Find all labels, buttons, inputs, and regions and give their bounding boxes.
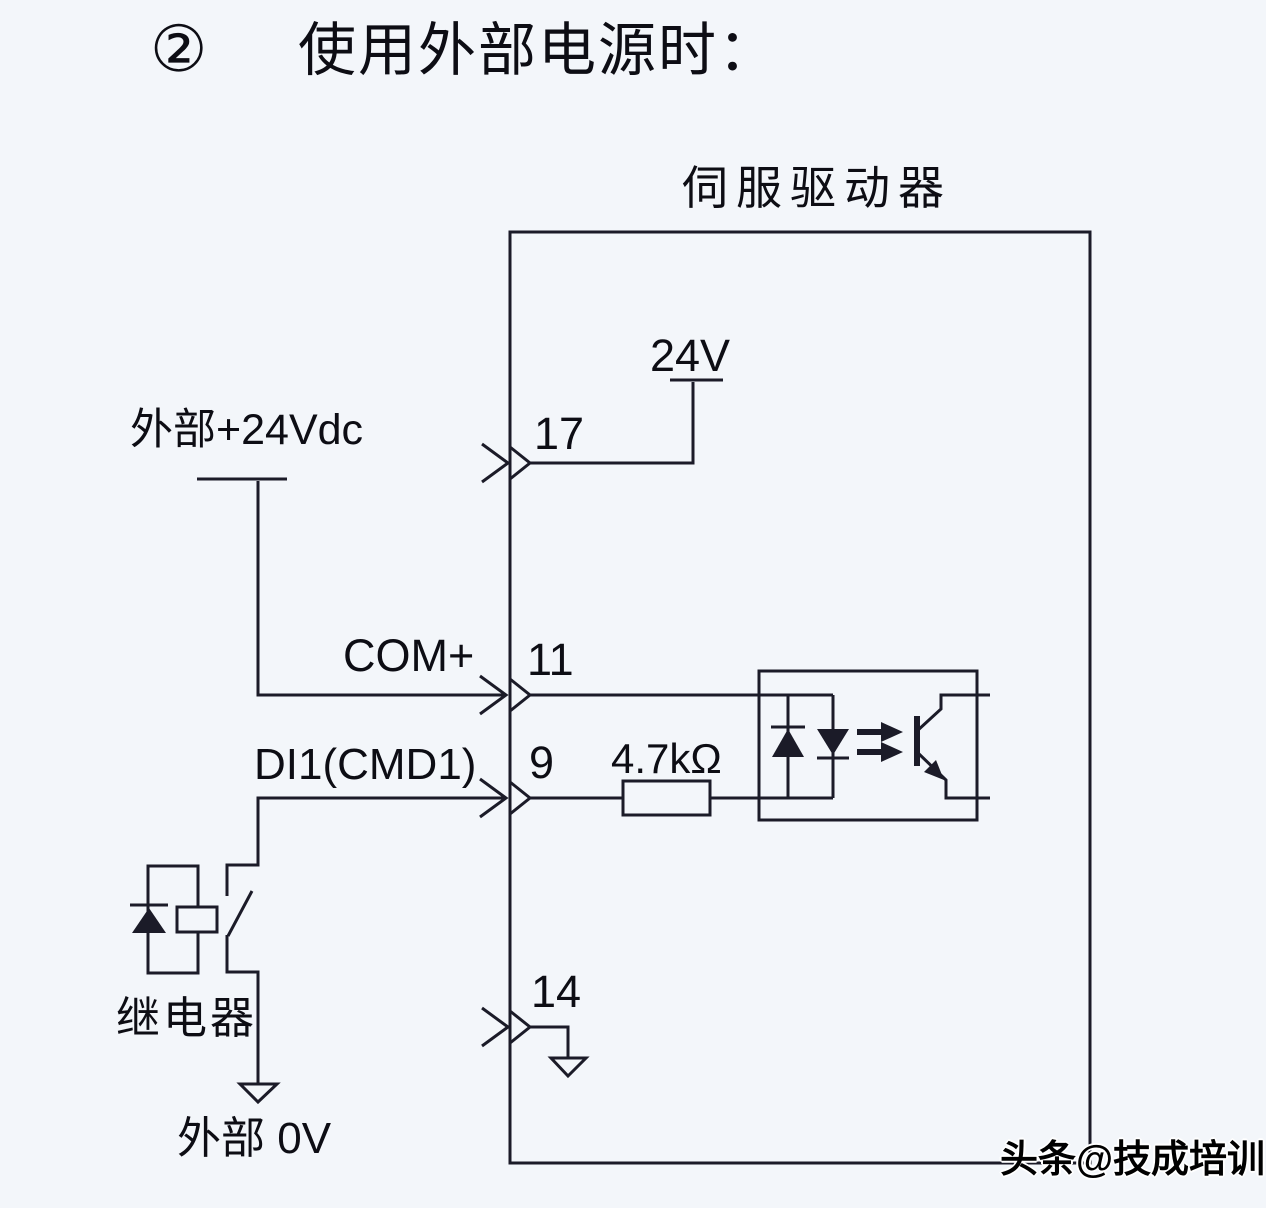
opto-phototransistor-icon bbox=[914, 693, 990, 800]
opto-led-pair-icon bbox=[771, 695, 849, 798]
watermark: 头条@技成培训 bbox=[1000, 1139, 1266, 1181]
resistor bbox=[621, 779, 712, 817]
pin-14-ground-icon bbox=[530, 1025, 590, 1079]
resistor-value-label: 4.7kΩ bbox=[611, 735, 722, 782]
title-number: ② bbox=[150, 14, 208, 85]
external-0v-ground-icon bbox=[236, 1082, 281, 1105]
internal-24v-rail bbox=[530, 378, 723, 465]
internal-24v-label: 24V bbox=[650, 330, 731, 381]
di1-wire bbox=[225, 796, 833, 896]
external-0v-label: 外部 0V bbox=[177, 1114, 332, 1163]
pin-17-connector-icon bbox=[481, 442, 533, 484]
servo-driver-label: 伺服驱动器 bbox=[682, 163, 952, 214]
optocoupler bbox=[757, 669, 990, 822]
external-24v-label: 外部+24Vdc bbox=[130, 406, 364, 454]
opto-light-arrows-icon bbox=[857, 722, 903, 762]
pin-17-label: 17 bbox=[534, 408, 585, 459]
page-title: 使用外部电源时： bbox=[298, 18, 779, 83]
relay-coil-icon bbox=[175, 905, 219, 934]
relay-switch-icon bbox=[225, 890, 260, 1083]
relay-coil-circuit bbox=[130, 864, 219, 975]
servo-driver-box bbox=[508, 230, 1092, 1165]
di1-cmd1-label: DI1(CMD1) bbox=[254, 740, 477, 789]
com-wire bbox=[256, 481, 833, 697]
pin-9-connector-icon bbox=[479, 777, 533, 819]
pin-14-label: 14 bbox=[531, 966, 582, 1017]
relay-label: 继电器 bbox=[116, 994, 257, 1043]
com-plus-label: COM+ bbox=[343, 630, 475, 681]
relay-flyback-diode-icon bbox=[130, 903, 168, 933]
pin-11-connector-icon bbox=[479, 674, 533, 716]
pin-11-label: 11 bbox=[527, 634, 574, 685]
pin-9-label: 9 bbox=[529, 737, 555, 788]
pin-14-connector-icon bbox=[481, 1006, 533, 1048]
